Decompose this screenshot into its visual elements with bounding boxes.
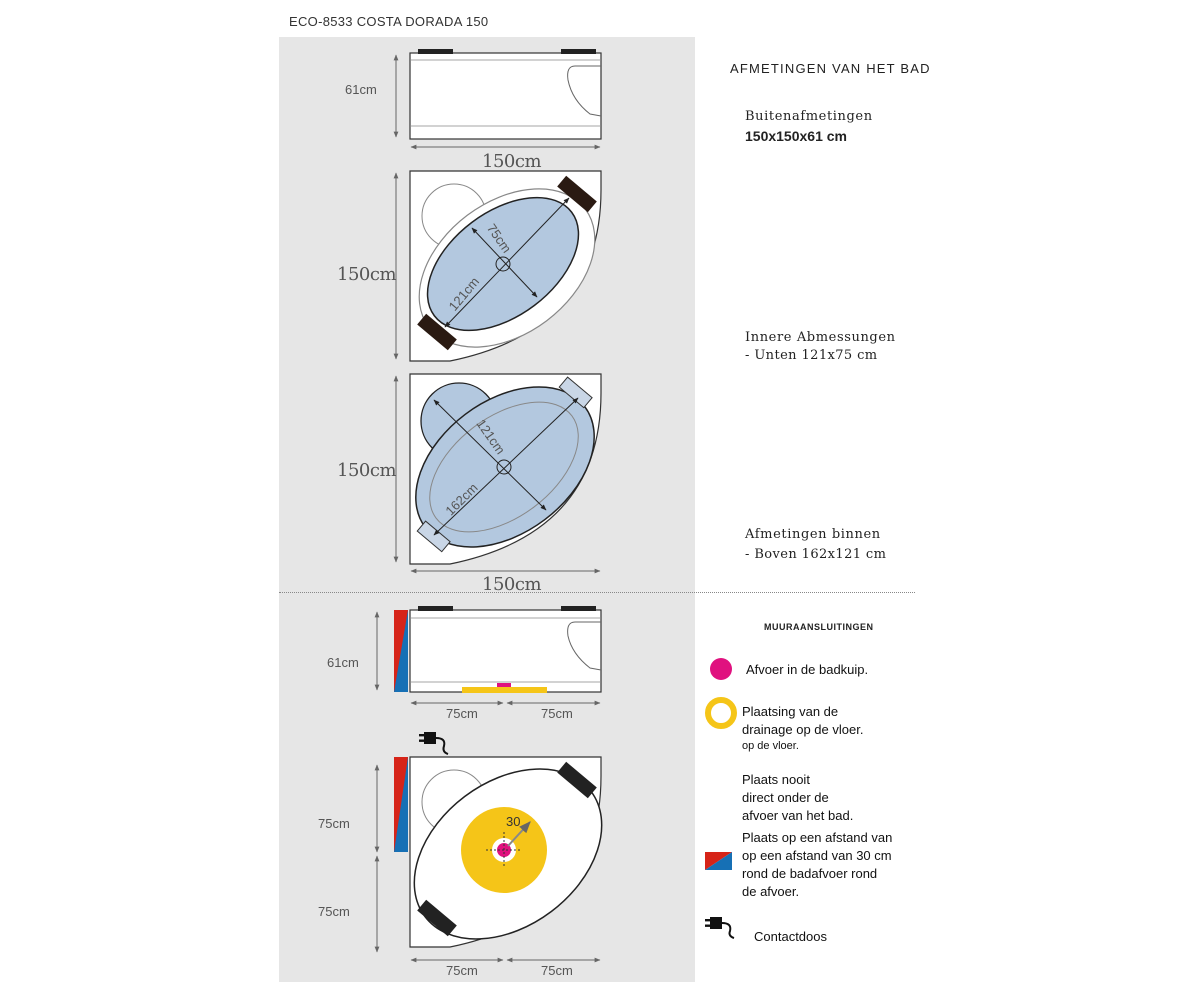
- plug-icon: [705, 917, 735, 939]
- section-divider: [279, 592, 915, 593]
- side-lower-label: 150cm: [337, 460, 396, 481]
- wall-connection-icon: [705, 852, 732, 870]
- inner-dimensions-label: Innere Abmessungen: [745, 330, 896, 345]
- install-front-height-label: 61cm: [327, 655, 359, 670]
- install-side-bottom-label: 75cm: [318, 904, 350, 919]
- legend-socket: Contactdoos: [754, 929, 827, 944]
- install-half-right-label: 75cm: [541, 706, 573, 721]
- outer-dimensions-value: 150x150x61 cm: [745, 128, 847, 144]
- legend-drain: Afvoer in de badkuip.: [746, 662, 869, 677]
- top-dimensions-value: - Boven 162x121 cm: [745, 547, 887, 562]
- front-view: 61cm 150cm: [345, 49, 602, 172]
- install-bottom-right-label: 75cm: [541, 963, 573, 978]
- plan-view-inner: 75cm 121cm 150cm: [337, 170, 602, 362]
- width-top-label: 150cm: [482, 151, 541, 172]
- inner-dimensions-value: - Unten 121x75 cm: [745, 348, 878, 363]
- plug-icon: [419, 732, 449, 755]
- wall-connections-title: MUURAANSLUITINGEN: [764, 622, 874, 632]
- install-plan-view: 30 75cm 75cm 75cm 75cm: [318, 732, 603, 978]
- install-front-view: 61cm 75cm 75cm: [327, 606, 602, 721]
- install-bottom-left-label: 75cm: [446, 963, 478, 978]
- drain-dot-icon: [710, 658, 732, 680]
- outer-dimensions-label: Buitenafmetingen: [745, 109, 873, 124]
- legend-distance: Plaats op een afstand van op een afstand…: [742, 830, 893, 899]
- install-side-top-label: 75cm: [318, 816, 350, 831]
- plan-view-top: 121cm 162cm 150cm 150cm: [337, 373, 602, 595]
- product-title: ECO-8533 COSTA DORADA 150: [289, 14, 489, 29]
- front-height-label: 61cm: [345, 82, 377, 97]
- legend-never: Plaats nooit direct onder de afvoer van …: [742, 772, 854, 823]
- install-half-left-label: 75cm: [446, 706, 478, 721]
- side-middle-label: 150cm: [337, 264, 396, 285]
- legend-floor: Plaatsing van de drainage op de vloer. o…: [742, 704, 864, 752]
- top-dimensions-label: Afmetingen binnen: [745, 527, 881, 542]
- width-bottom-label: 150cm: [482, 574, 541, 595]
- section-title: AFMETINGEN VAN HET BAD: [730, 61, 931, 76]
- floor-ring-icon: [705, 697, 737, 729]
- install-radius-label: 30: [506, 814, 520, 829]
